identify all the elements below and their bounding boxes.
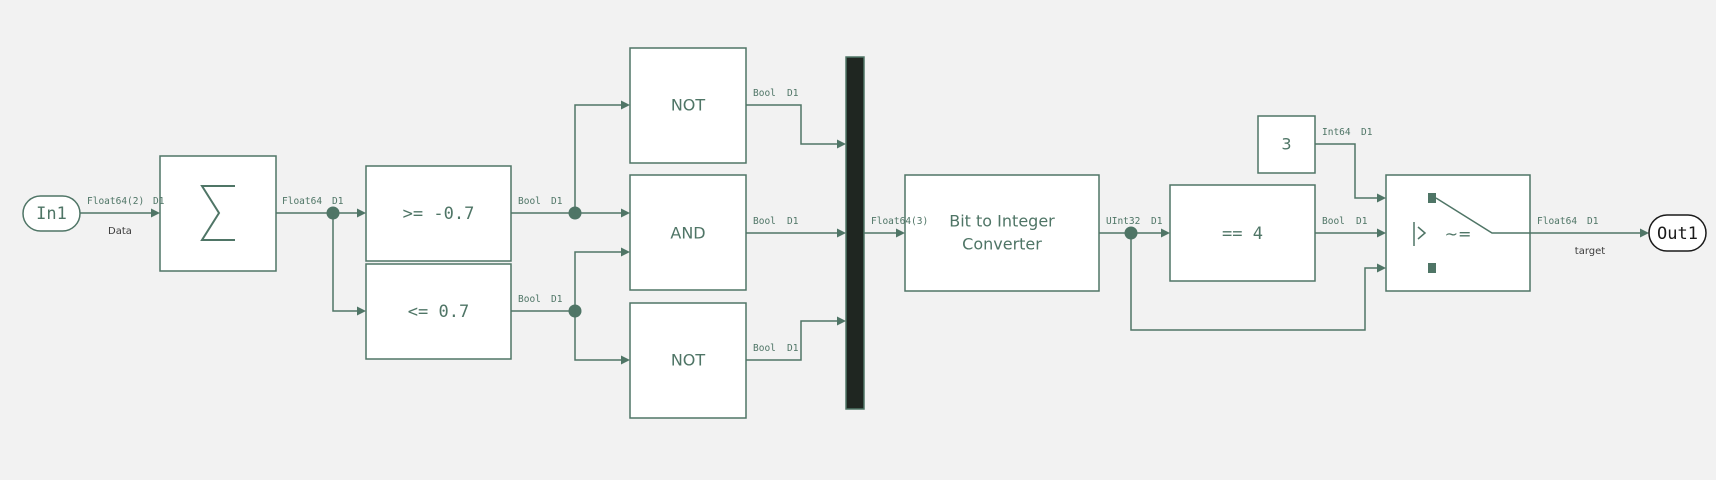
- constant-label: 3: [1281, 135, 1291, 154]
- wire-le-not[interactable]: [574, 311, 622, 361]
- in1-port-label: In1: [36, 204, 67, 224]
- converter-label-line1: Bit to Integer: [949, 212, 1055, 231]
- signal-dim-label: D1: [551, 196, 563, 207]
- arrow-icon: [357, 208, 366, 218]
- signal-dim-label: D1: [787, 216, 799, 227]
- arrow-icon: [621, 355, 630, 365]
- arrow-icon: [1377, 193, 1386, 203]
- arrow-icon: [896, 228, 905, 238]
- signal-type-label: Float64(3): [871, 216, 928, 227]
- switch-input-top-marker: [1428, 193, 1436, 203]
- signal-dim-label: D1: [153, 196, 165, 207]
- out1-port-label: Out1: [1657, 224, 1698, 244]
- signal-type-label: Bool: [518, 196, 541, 207]
- signal-name-label: Data: [108, 226, 132, 237]
- signal-type-label: UInt32: [1106, 216, 1140, 227]
- wire-converter-switch[interactable]: [1130, 233, 1378, 331]
- arrow-icon: [837, 316, 846, 326]
- switch-lever-icon: [1435, 197, 1530, 234]
- signal-dim-label: D1: [1356, 216, 1368, 227]
- not-top-label: NOT: [671, 96, 706, 115]
- compare-ge-block[interactable]: >= -0.7: [365, 165, 512, 262]
- not-bottom-label: NOT: [671, 351, 706, 370]
- wire-le-and[interactable]: [574, 251, 622, 311]
- sum-block[interactable]: [159, 155, 277, 272]
- signal-dim-label: D1: [1587, 216, 1599, 227]
- compare-eq-label: == 4: [1222, 224, 1263, 244]
- arrow-icon: [1377, 263, 1386, 273]
- arrow-icon: [357, 306, 366, 316]
- switch-input-bottom-marker: [1428, 263, 1436, 273]
- switch-control-icon: [1413, 222, 1427, 246]
- not-bottom-block[interactable]: NOT: [629, 302, 747, 419]
- and-label: AND: [670, 224, 705, 243]
- signal-dim-label: D1: [1361, 127, 1373, 138]
- in1-port[interactable]: In1: [22, 195, 81, 232]
- arrow-icon: [1640, 228, 1649, 238]
- signal-type-label: Bool: [1322, 216, 1345, 227]
- constant-block[interactable]: 3: [1257, 115, 1316, 174]
- compare-ge-label: >= -0.7: [403, 204, 475, 224]
- signal-dim-label: D1: [787, 88, 799, 99]
- wire-branch-le[interactable]: [332, 213, 358, 312]
- switch-criteria-label: ~=: [1445, 225, 1472, 244]
- bit-to-integer-converter-block[interactable]: Bit to Integer Converter: [904, 174, 1100, 292]
- compare-eq-block[interactable]: == 4: [1169, 184, 1316, 282]
- arrow-icon: [621, 247, 630, 257]
- signal-type-label: Float64(2): [87, 196, 144, 207]
- arrow-icon: [621, 208, 630, 218]
- arrow-icon: [151, 208, 160, 218]
- not-top-block[interactable]: NOT: [629, 47, 747, 164]
- signal-dim-label: D1: [551, 294, 563, 305]
- signal-type-label: Bool: [518, 294, 541, 305]
- wire-nottop-mux[interactable]: [746, 104, 838, 145]
- arrow-icon: [837, 228, 846, 238]
- wire-const-switch[interactable]: [1315, 143, 1378, 199]
- signal-type-label: Float64: [282, 196, 322, 207]
- arrow-icon: [1161, 228, 1170, 238]
- compare-le-label: <= 0.7: [408, 302, 469, 322]
- compare-le-block[interactable]: <= 0.7: [365, 263, 512, 360]
- signal-dim-label: D1: [787, 343, 799, 354]
- signal-type-label: Bool: [753, 88, 776, 99]
- arrow-icon: [837, 139, 846, 149]
- mux-block[interactable]: [845, 56, 865, 410]
- arrow-icon: [621, 100, 630, 110]
- wire-notbottom-mux[interactable]: [746, 320, 838, 361]
- arrow-icon: [1377, 228, 1386, 238]
- sigma-icon: [200, 185, 235, 241]
- signal-type-label: Float64: [1537, 216, 1577, 227]
- converter-label-line2: Converter: [962, 235, 1042, 254]
- signal-dim-label: D1: [332, 196, 344, 207]
- signal-dim-label: D1: [1151, 216, 1163, 227]
- out1-port[interactable]: Out1: [1648, 214, 1707, 252]
- signal-name-label: target: [1575, 246, 1605, 257]
- wire-ge-not[interactable]: [574, 104, 622, 213]
- signal-type-label: Int64: [1322, 127, 1351, 138]
- signal-type-label: Bool: [753, 216, 776, 227]
- and-block[interactable]: AND: [629, 174, 747, 291]
- switch-block[interactable]: ~=: [1385, 174, 1531, 292]
- signal-type-label: Bool: [753, 343, 776, 354]
